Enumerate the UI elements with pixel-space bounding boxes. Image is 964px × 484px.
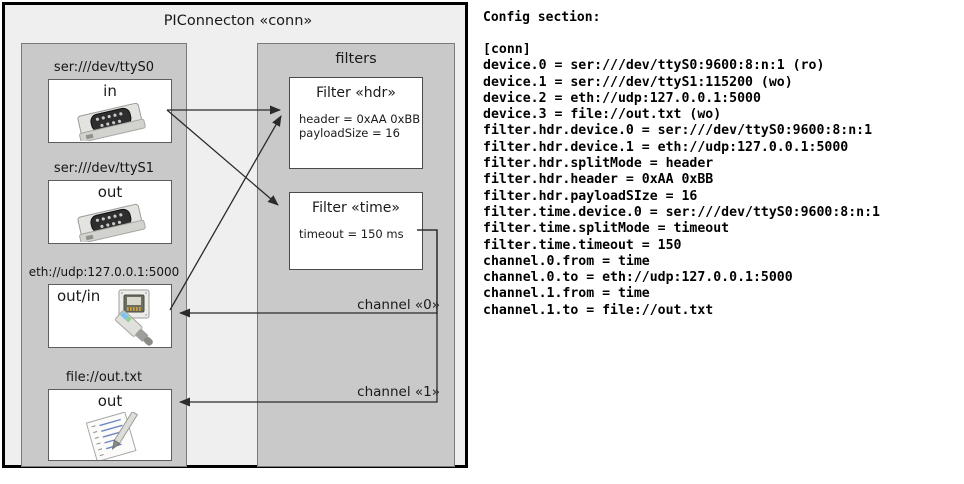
device-label-eth: eth://udp:127.0.0.1:5000 bbox=[28, 265, 180, 279]
device-label-ttys1: ser:///dev/ttyS1 bbox=[53, 161, 155, 176]
channel-label-0: channel «0» bbox=[357, 297, 440, 313]
devices-panel: ser:///dev/ttyS0 in bbox=[21, 43, 187, 467]
device-box-file[interactable]: out bbox=[48, 389, 172, 461]
device-box-eth[interactable]: out/in bbox=[48, 284, 172, 348]
device-label-ttys0: ser:///dev/ttyS0 bbox=[53, 60, 155, 75]
connector-diagram: PIConnecton «conn» ser:///dev/ttyS0 in bbox=[2, 2, 468, 468]
filter-box-hdr[interactable]: Filter «hdr» header = 0xAA 0xBB payloadS… bbox=[289, 77, 423, 169]
filter-prop-timeout: timeout = 150 ms bbox=[299, 227, 404, 241]
filter-box-time[interactable]: Filter «time» timeout = 150 ms bbox=[289, 192, 423, 270]
device-label-file: file://out.txt bbox=[65, 370, 143, 385]
serial-db9-icon bbox=[77, 203, 146, 242]
device-box-ttys1[interactable]: out bbox=[48, 180, 172, 244]
device-port-ttys1: out bbox=[97, 183, 123, 201]
device-box-ttys0[interactable]: in bbox=[48, 79, 172, 143]
channel-label-1: channel «1» bbox=[357, 384, 440, 400]
device-port-ttys0: in bbox=[103, 82, 117, 100]
diagram-title: PIConnecton «conn» bbox=[163, 13, 313, 29]
config-section: Config section: [conn] device.0 = ser://… bbox=[483, 6, 961, 319]
config-text: [conn] device.0 = ser:///dev/ttyS0:9600:… bbox=[483, 42, 880, 318]
ethernet-rj45-icon bbox=[115, 289, 153, 346]
filter-title-hdr: Filter «hdr» bbox=[316, 85, 396, 101]
device-port-eth: out/in bbox=[57, 287, 101, 305]
text-file-icon bbox=[85, 412, 139, 460]
filter-title-time: Filter «time» bbox=[312, 200, 400, 216]
serial-db9-icon bbox=[77, 102, 146, 141]
filters-panel-title: filters bbox=[335, 51, 377, 67]
device-port-file: out bbox=[97, 392, 123, 410]
filter-prop-header: header = 0xAA 0xBB bbox=[299, 112, 421, 126]
filter-prop-payloadsize: payloadSize = 16 bbox=[299, 126, 400, 140]
filters-panel: filters Filter «hdr» header = 0xAA 0xBB … bbox=[257, 43, 455, 467]
config-heading: Config section: bbox=[483, 10, 601, 25]
